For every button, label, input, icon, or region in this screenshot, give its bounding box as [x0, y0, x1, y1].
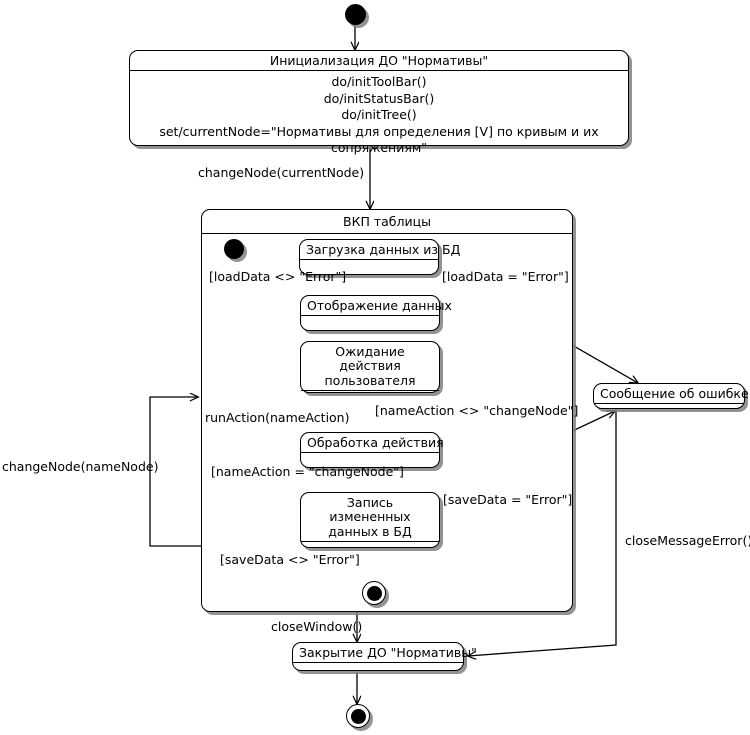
state-wait-user-action-title: Ожидание действия пользователя: [324, 344, 416, 388]
state-save-data-title: Запись измененных данных в БД: [328, 495, 412, 539]
label-save-data-not-error: [saveData <> "Error"]: [220, 552, 360, 567]
action-line: do/initStatusBar(): [323, 90, 435, 106]
final-node-inner: [362, 581, 386, 605]
initial-node-start: [345, 4, 366, 25]
state-close-document-title: Закрытие ДО "Нормативы": [299, 645, 477, 660]
state-process-action-title: Обработка действия: [307, 435, 444, 450]
state-process-action-divider: [301, 452, 439, 454]
composite-state-title: ВКП таблицы: [202, 210, 572, 234]
state-error-message[interactable]: Сообщение об ошибке: [593, 383, 749, 409]
initial-node-inner: [224, 239, 244, 259]
action-line: do/initToolBar(): [331, 74, 427, 90]
label-run-action: runAction(nameAction): [205, 410, 350, 425]
state-wait-user-action-divider: [301, 390, 439, 392]
state-process-action[interactable]: Обработка действия: [300, 432, 444, 468]
state-initialization-actions: do/initToolBar() do/initStatusBar() do/i…: [130, 71, 628, 160]
state-save-data-divider: [301, 541, 439, 543]
label-load-data-not-error: [loadData <> "Error"]: [209, 269, 347, 284]
state-load-data[interactable]: Загрузка данных из БД: [299, 239, 461, 275]
state-display-data[interactable]: Отображение данных: [300, 295, 452, 333]
state-display-data-title: Отображение данных: [307, 298, 452, 313]
final-node-end: [346, 704, 370, 728]
label-name-action-change-node: [nameAction = "changeNode"]: [211, 464, 404, 479]
state-load-data-title: Загрузка данных из БД: [306, 242, 461, 257]
label-close-window: closeWindow(): [271, 619, 363, 634]
state-initialization[interactable]: Инициализация ДО "Нормативы" do/initTool…: [129, 50, 629, 155]
state-load-data-divider: [300, 259, 438, 261]
label-change-node-current: changeNode(currentNode): [198, 165, 365, 180]
state-save-data[interactable]: Запись измененных данных в БД: [300, 492, 440, 548]
action-line: set/currentNode="Нормативы для определен…: [159, 123, 599, 156]
state-initialization-title: Инициализация ДО "Нормативы": [269, 53, 489, 68]
state-display-data-divider: [301, 315, 439, 317]
state-close-document-divider: [293, 662, 463, 664]
state-initialization-divider: [130, 70, 628, 72]
state-error-message-divider: [594, 403, 744, 405]
label-name-action-not-change-node: [nameAction <> "changeNode"]: [375, 403, 579, 418]
label-change-node-name: changeNode(nameNode): [2, 459, 159, 474]
label-close-message-error: closeMessageError(): [625, 533, 750, 548]
state-error-message-title: Сообщение об ошибке: [600, 386, 749, 401]
label-save-data-error: [saveData = "Error"]: [443, 492, 573, 507]
state-wait-user-action[interactable]: Ожидание действия пользователя: [300, 341, 440, 393]
action-line: do/initTree(): [341, 107, 417, 123]
state-close-document[interactable]: Закрытие ДО "Нормативы": [292, 642, 477, 671]
label-load-data-error: [loadData = "Error"]: [442, 269, 569, 284]
state-display-data-body: [301, 316, 439, 333]
